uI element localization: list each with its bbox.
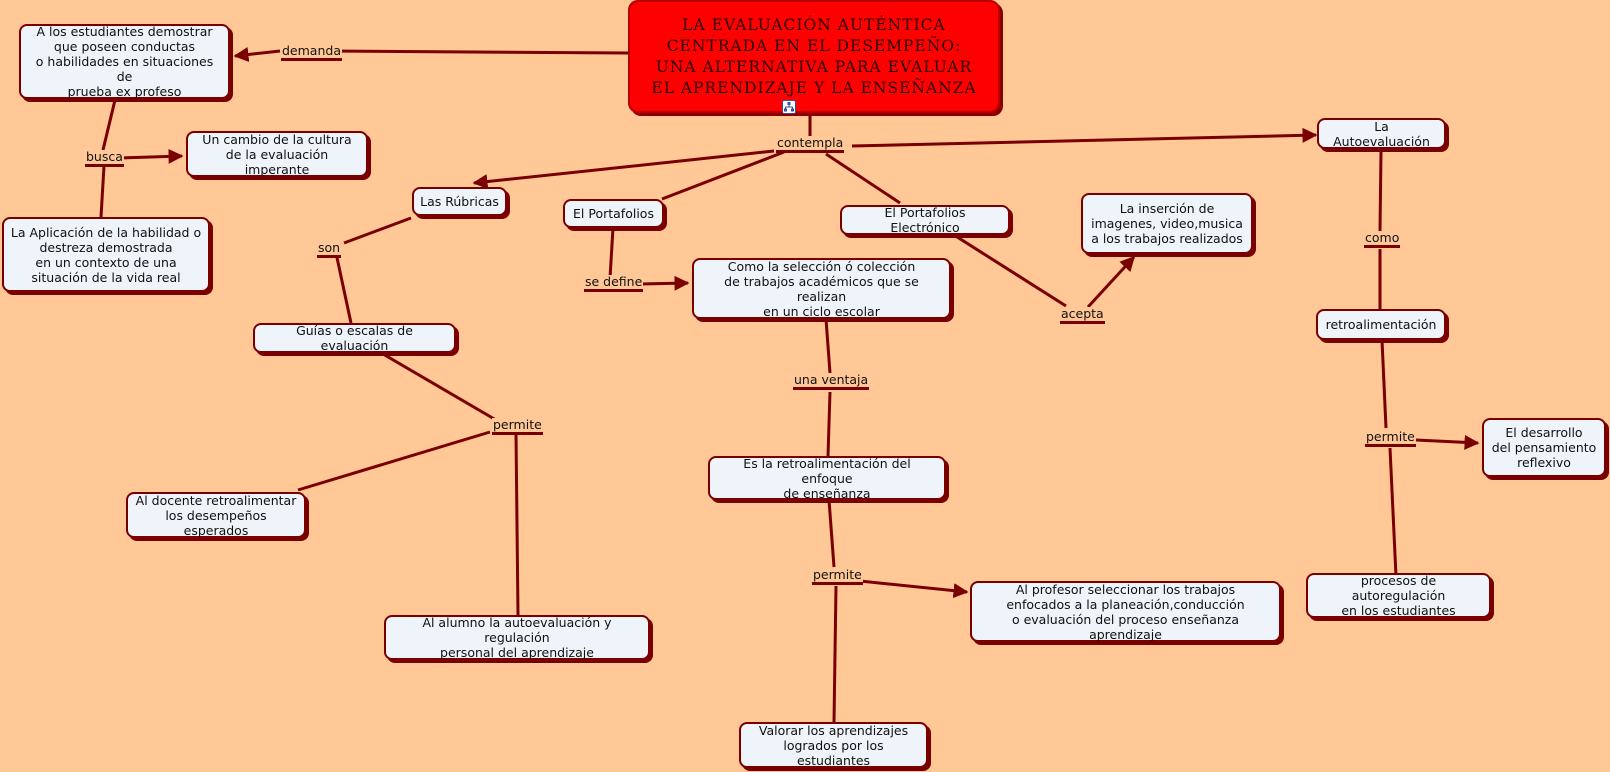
edge-permite-procesos bbox=[1388, 447, 1398, 577]
link-busca[interactable]: busca bbox=[85, 150, 124, 167]
concept-valorar[interactable]: Valorar los aprendizajes logrados por lo… bbox=[739, 722, 928, 768]
concept-retroalimentacion[interactable]: retroalimentación bbox=[1316, 309, 1446, 340]
edge-contempla-portafolios bbox=[661, 150, 785, 201]
edge-contempla-autoevaluacion bbox=[851, 127, 1318, 148]
edge-permite-profesor bbox=[859, 579, 969, 599]
edge-busca-cambio bbox=[119, 148, 184, 164]
concept-retro-enfoque[interactable]: Es la retroalimentación del enfoque de e… bbox=[708, 456, 946, 501]
edge-permite-alumno bbox=[514, 433, 520, 616]
edge-contempla-electronico bbox=[825, 152, 901, 205]
edge-electronico-acepta bbox=[953, 233, 1067, 308]
edge-ventaja-retro bbox=[826, 391, 832, 457]
edge-demanda-demostrar bbox=[233, 47, 281, 62]
link-acepta[interactable]: acepta bbox=[1060, 307, 1105, 324]
edge-sedefine-seleccion bbox=[639, 275, 690, 291]
map-title: LA EVALUACIÓN AUTÉNTICA CENTRADA EN EL D… bbox=[628, 0, 1000, 113]
link-permite-portafolios[interactable]: permite bbox=[812, 568, 863, 585]
edge-contempla-rubricas bbox=[472, 149, 775, 190]
edge-seleccion-ventaja bbox=[824, 318, 832, 374]
concept-guias[interactable]: Guías o escalas de evaluación bbox=[253, 323, 456, 353]
edge-permite-valorar bbox=[832, 585, 838, 723]
link-demanda[interactable]: demanda bbox=[281, 44, 342, 61]
concept-rubricas[interactable]: Las Rúbricas bbox=[412, 187, 507, 216]
concept-profesor[interactable]: Al profesor seleccionar los trabajos enf… bbox=[970, 581, 1281, 642]
edge-title-demanda bbox=[329, 49, 629, 55]
link-una-ventaja[interactable]: una ventaja bbox=[793, 373, 870, 390]
link-como[interactable]: como bbox=[1364, 231, 1401, 248]
concept-seleccion[interactable]: Como la selección ó colección de trabajo… bbox=[692, 258, 951, 319]
link-contempla[interactable]: contempla bbox=[776, 136, 845, 153]
edge-retro-permite bbox=[827, 499, 836, 568]
concept-desarrollo[interactable]: El desarrollo del pensamiento reflexivo bbox=[1482, 418, 1606, 477]
concept-demostrar[interactable]: A los estudiantes demostrar que poseen c… bbox=[19, 24, 230, 99]
concept-procesos[interactable]: procesos de autoregulación en los estudi… bbox=[1306, 573, 1491, 618]
edge-permite-docente bbox=[297, 430, 491, 492]
edge-acepta-insercion bbox=[1086, 255, 1136, 309]
link-permite-rubricas[interactable]: permite bbox=[492, 418, 543, 435]
edge-permite-desarrollo bbox=[1415, 434, 1480, 450]
concept-electronico[interactable]: El Portafolios Electrónico bbox=[840, 205, 1010, 235]
edge-rubricas-son bbox=[343, 216, 412, 245]
link-son[interactable]: son bbox=[317, 241, 342, 258]
edge-son-guias bbox=[334, 252, 353, 324]
concept-docente[interactable]: Al docente retroalimentar los desempeños… bbox=[126, 492, 306, 538]
concept-cambio[interactable]: Un cambio de la cultura de la evaluación… bbox=[186, 131, 368, 177]
edge-portafolios-sedefine bbox=[608, 227, 615, 279]
edge-guias-permite bbox=[382, 352, 497, 422]
concept-aplicacion[interactable]: La Aplicación de la habilidad o destreza… bbox=[2, 217, 210, 292]
concept-autoevaluacion[interactable]: La Autoevaluación bbox=[1317, 118, 1446, 149]
edge-demostrar-busca bbox=[101, 99, 117, 151]
concept-insercion[interactable]: La inserción de imagenes, video,musica a… bbox=[1081, 193, 1253, 254]
link-permite-auto[interactable]: permite bbox=[1365, 430, 1416, 447]
edge-busca-aplicacion bbox=[99, 165, 106, 218]
edge-retro-permite-auto bbox=[1380, 339, 1388, 429]
edge-auto-como bbox=[1378, 150, 1383, 232]
concept-alumno[interactable]: Al alumno la autoevaluación y regulación… bbox=[384, 615, 650, 660]
concept-portafolios[interactable]: El Portafolios bbox=[563, 199, 664, 228]
link-se-define[interactable]: se define bbox=[584, 275, 644, 292]
concept-map-icon[interactable] bbox=[782, 100, 796, 114]
